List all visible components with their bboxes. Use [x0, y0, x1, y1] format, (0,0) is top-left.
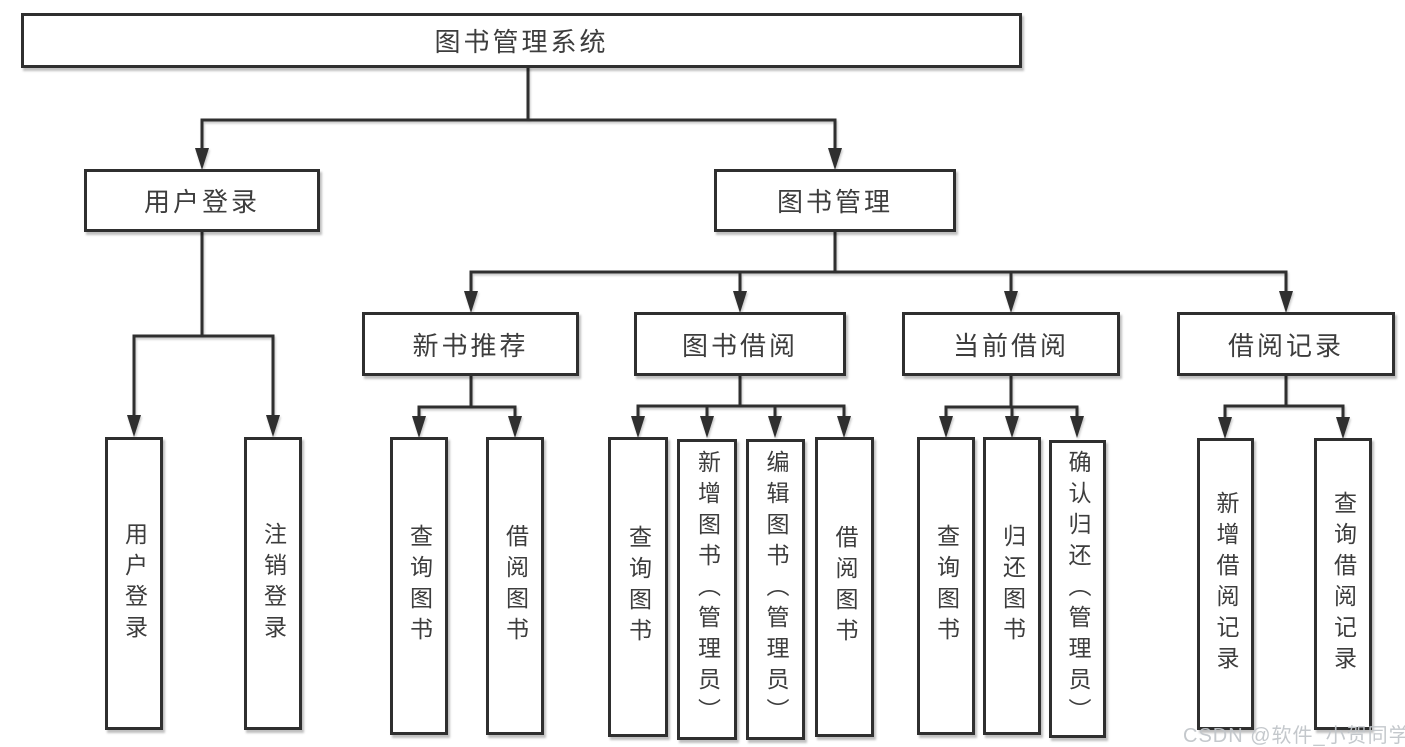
node-current-borrowing: 当前借阅: [902, 312, 1120, 376]
node-root: 图书管理系统: [21, 13, 1022, 68]
node-leaf-query-books-current: 查询图书: [917, 437, 975, 735]
arrow-icon: [127, 415, 141, 437]
connector-root-branch: [200, 66, 837, 152]
arrow-icon: [1336, 417, 1350, 439]
node-user-login: 用户登录: [84, 169, 320, 232]
node-user-login-label: 用户登录: [143, 187, 260, 217]
node-leaf-query-books-recommend: 查询图书: [390, 437, 448, 735]
arrow-icon: [508, 416, 522, 438]
node-leaf-logout-label: 注销登录: [260, 521, 287, 646]
arrow-icon: [700, 416, 714, 438]
arrow-icon: [631, 416, 645, 438]
node-leaf-add-books-admin: 新增图书（管理员）: [677, 439, 737, 740]
node-leaf-add-books-admin-label: 新增图书（管理员）: [694, 450, 721, 729]
csdn-watermark: CSDN @软件_小贺同学: [1183, 725, 1405, 747]
node-borrowing-records-label: 借阅记录: [1227, 330, 1344, 361]
arrow-icon: [837, 416, 851, 438]
node-leaf-borrow-books-borrowing-label: 借阅图书: [832, 525, 858, 649]
node-leaf-user-login: 用户登录: [105, 437, 163, 730]
node-new-book-recommend: 新书推荐: [362, 312, 579, 376]
connector-records-branch: [1223, 374, 1345, 421]
node-leaf-borrow-books-borrowing: 借阅图书: [815, 437, 874, 737]
connector-user-login-branch: [132, 230, 275, 419]
node-leaf-query-books-recommend-label: 查询图书: [406, 524, 433, 648]
node-leaf-borrow-books-recommend: 借阅图书: [486, 437, 544, 735]
node-leaf-edit-books-admin-label: 编辑图书（管理员）: [763, 450, 789, 729]
node-leaf-user-login-label: 用户登录: [121, 521, 148, 646]
node-book-borrowing-label: 图书借阅: [681, 330, 798, 361]
node-book-management: 图书管理: [714, 169, 956, 232]
arrow-icon: [939, 416, 953, 438]
arrow-icon: [266, 415, 280, 437]
node-leaf-logout: 注销登录: [244, 437, 302, 730]
connector-new-book-branch: [417, 374, 517, 420]
node-borrowing-records: 借阅记录: [1177, 312, 1395, 376]
connector-book-mgmt-branch: [469, 230, 1288, 295]
node-current-borrowing-label: 当前借阅: [952, 330, 1069, 361]
node-leaf-add-borrow-record: 新增借阅记录: [1197, 438, 1254, 730]
node-new-book-recommend-label: 新书推荐: [412, 330, 529, 361]
node-leaf-add-borrow-record-label: 新增借阅记录: [1213, 491, 1239, 677]
node-book-management-label: 图书管理: [776, 187, 893, 217]
node-leaf-borrow-books-recommend-label: 借阅图书: [502, 524, 529, 648]
arrow-icon: [828, 148, 842, 170]
arrow-icon: [768, 416, 782, 438]
node-leaf-query-books-borrowing: 查询图书: [608, 437, 668, 737]
arrow-icon: [733, 291, 747, 313]
arrow-icon: [1070, 416, 1084, 438]
arrow-icon: [464, 291, 478, 313]
node-leaf-confirm-return-admin: 确认归还（管理员）: [1049, 440, 1106, 738]
arrow-icon: [412, 416, 426, 438]
arrow-icon: [1218, 417, 1232, 439]
arrow-icon: [1279, 291, 1293, 313]
node-root-label: 图书管理系统: [434, 27, 609, 57]
connector-current-branch: [944, 374, 1079, 420]
arrow-icon: [1004, 291, 1018, 313]
node-leaf-edit-books-admin: 编辑图书（管理员）: [746, 439, 805, 740]
node-leaf-confirm-return-admin-label: 确认归还（管理员）: [1065, 449, 1091, 729]
arrowheads: [127, 148, 1350, 439]
node-leaf-return-books: 归还图书: [983, 437, 1041, 735]
node-leaf-query-borrow-record: 查询借阅记录: [1314, 438, 1372, 730]
node-leaf-query-books-borrowing-label: 查询图书: [625, 525, 652, 649]
arrow-icon: [1005, 416, 1019, 438]
node-leaf-return-books-label: 归还图书: [999, 524, 1026, 648]
node-leaf-query-borrow-record-label: 查询借阅记录: [1330, 491, 1357, 677]
node-book-borrowing: 图书借阅: [634, 312, 846, 376]
node-leaf-query-books-current-label: 查询图书: [933, 524, 960, 648]
connector-borrowing-branch: [636, 374, 846, 420]
arrow-icon: [195, 148, 209, 170]
